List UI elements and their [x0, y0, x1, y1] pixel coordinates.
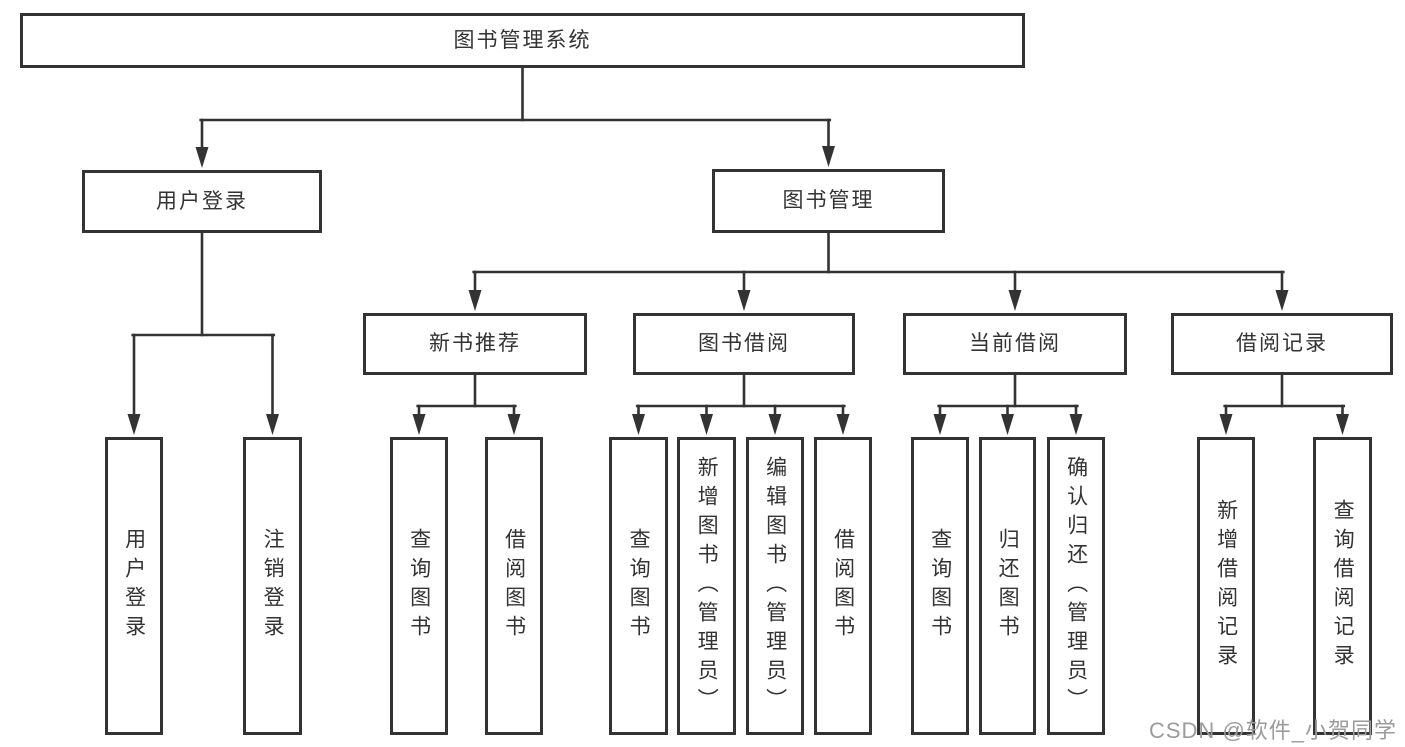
node-label-nb-query-books: 查询图书	[407, 528, 431, 644]
node-bb-borrow-books: 借阅图书	[814, 437, 872, 735]
node-cb-confirm-return: 确认归还（管理员）	[1047, 437, 1105, 735]
connector-borrow-records	[1219, 373, 1349, 435]
node-book-mgmt: 图书管理	[712, 169, 945, 233]
arrowhead-icon	[1069, 414, 1083, 435]
arrowhead-icon	[1275, 290, 1289, 311]
arrowhead-icon	[1008, 290, 1022, 311]
arrowhead-icon	[737, 290, 751, 311]
connector-current-borrow	[933, 373, 1083, 435]
arrowhead-icon	[127, 414, 141, 435]
node-user-login: 用户登录	[82, 170, 322, 233]
node-root: 图书管理系统	[20, 13, 1025, 68]
node-label-cb-return-books: 归还图书	[996, 528, 1020, 644]
arrowhead-icon	[836, 414, 850, 435]
node-user-login-action: 用户登录	[105, 437, 163, 735]
arrowhead-icon	[468, 290, 482, 311]
node-book-borrow: 图书借阅	[633, 313, 855, 375]
connector-book-mgmt	[468, 231, 1289, 311]
arrowhead-icon	[1001, 414, 1014, 435]
node-label-bb-query-books: 查询图书	[627, 528, 651, 644]
node-logout-action: 注销登录	[243, 437, 302, 735]
node-label-br-add-record: 新增借阅记录	[1214, 499, 1238, 673]
node-current-borrow: 当前借阅	[903, 313, 1127, 375]
node-label-br-query-record: 查询借阅记录	[1331, 499, 1355, 673]
node-label-user-login-action: 用户登录	[122, 528, 146, 644]
node-label-logout-action: 注销登录	[261, 528, 285, 644]
node-label-nb-borrow-books: 借阅图书	[502, 528, 526, 644]
node-bb-add-books: 新增图书（管理员）	[677, 437, 736, 735]
node-label-cb-confirm-return: 确认归还（管理员）	[1064, 455, 1088, 717]
arrowhead-icon	[412, 414, 426, 435]
arrowhead-icon	[507, 414, 521, 435]
node-bb-edit-books: 编辑图书（管理员）	[746, 437, 804, 735]
node-label-user-login: 用户登录	[156, 189, 248, 213]
node-label-bb-edit-books: 编辑图书（管理员）	[763, 455, 787, 717]
arrowhead-icon	[195, 147, 209, 168]
arrowhead-icon	[822, 146, 835, 167]
node-label-bb-borrow-books: 借阅图书	[831, 528, 855, 644]
node-bb-query-books: 查询图书	[609, 437, 668, 735]
node-label-root: 图书管理系统	[453, 28, 592, 52]
arrowhead-icon	[1219, 414, 1233, 435]
connector-root	[195, 66, 835, 168]
node-label-cb-query-books: 查询图书	[928, 528, 952, 644]
arrowhead-icon	[700, 414, 713, 435]
connector-book-borrow	[632, 373, 850, 435]
node-label-book-mgmt: 图书管理	[782, 189, 875, 213]
arrowhead-icon	[933, 414, 947, 435]
arrowhead-icon	[1336, 414, 1349, 435]
arrowhead-icon	[266, 414, 279, 435]
node-label-bb-add-books: 新增图书（管理员）	[695, 455, 719, 717]
node-cb-query-books: 查询图书	[911, 437, 969, 735]
connector-user-login	[127, 231, 279, 435]
node-borrow-records: 借阅记录	[1171, 313, 1393, 375]
connector-new-book-recommend	[412, 373, 521, 435]
node-label-borrow-records: 借阅记录	[1236, 332, 1328, 356]
node-label-book-borrow: 图书借阅	[698, 332, 790, 356]
node-label-new-book-recommend: 新书推荐	[429, 332, 521, 356]
arrowhead-icon	[768, 414, 782, 435]
watermark-text: CSDN @软件_小贺同学	[1148, 718, 1397, 743]
node-br-add-record: 新增借阅记录	[1197, 437, 1255, 735]
node-cb-return-books: 归还图书	[979, 437, 1036, 735]
node-new-book-recommend: 新书推荐	[363, 313, 587, 375]
node-nb-query-books: 查询图书	[390, 437, 448, 735]
arrowhead-icon	[632, 414, 645, 435]
node-br-query-record: 查询借阅记录	[1313, 437, 1372, 735]
node-nb-borrow-books: 借阅图书	[485, 437, 543, 735]
node-label-current-borrow: 当前借阅	[969, 332, 1061, 356]
